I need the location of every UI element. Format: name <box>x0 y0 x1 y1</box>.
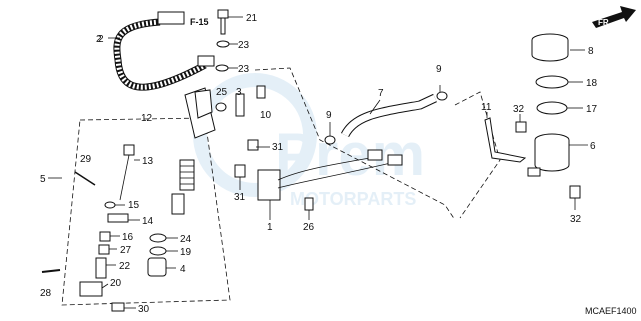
callout-1: 1 <box>267 222 273 233</box>
callout-12: 12 <box>141 113 153 124</box>
callout-31b: 31 <box>234 192 246 203</box>
clip-part-9a <box>436 91 448 101</box>
nut-part-27 <box>98 244 110 255</box>
callout-13: 13 <box>142 156 154 167</box>
callout-19: 19 <box>180 247 192 258</box>
bolt-part-21 <box>217 9 229 35</box>
callout-5: 5 <box>40 174 46 185</box>
callout-23a: 23 <box>238 40 250 51</box>
callout-3: 3 <box>236 87 242 98</box>
o-ring-part-25 <box>215 102 227 112</box>
callout-16: 16 <box>122 232 134 243</box>
callout-10: 10 <box>260 110 272 121</box>
joint-part-22 <box>95 257 107 279</box>
callout-2: 2 <box>96 34 102 45</box>
switch-part-1 <box>257 149 403 201</box>
screw-part-26 <box>304 197 314 211</box>
callout-32a: 32 <box>513 104 525 115</box>
nut-part-15 <box>104 201 116 209</box>
plate-part-18 <box>535 75 569 89</box>
callout-22: 22 <box>119 261 131 272</box>
callout-2: 2 <box>98 34 104 45</box>
callout-9b: 9 <box>326 110 332 121</box>
washer-part-23b <box>215 64 229 72</box>
spring-part <box>179 159 195 191</box>
diagram-code: MCAEF1400 <box>585 306 637 316</box>
callout-21: 21 <box>246 13 258 24</box>
callout-23b: 23 <box>238 64 250 75</box>
reference-label: F-15 <box>190 17 209 27</box>
callout-6: 6 <box>590 141 596 152</box>
ring-part-24 <box>149 233 167 243</box>
fitting-part-3 <box>235 93 245 117</box>
callout-32b: 32 <box>570 214 582 225</box>
callout-8: 8 <box>588 46 594 57</box>
direction-label: FR. <box>598 18 611 27</box>
bracket-part-11 <box>484 117 527 163</box>
front-direction-indicator: FR. <box>592 6 636 28</box>
boot-part-4 <box>147 257 167 277</box>
reservoir-part-6 <box>527 133 570 177</box>
watermark: Prem MOTORPARTS <box>193 73 425 209</box>
piston-part <box>171 193 185 215</box>
assembly-box-right <box>254 67 456 221</box>
diaphragm-part-17 <box>536 101 568 115</box>
pin-part-29 <box>74 171 96 186</box>
callout-20: 20 <box>110 278 122 289</box>
callout-7: 7 <box>378 88 384 99</box>
callout-29: 29 <box>80 154 92 165</box>
callout-15: 15 <box>128 200 140 211</box>
bolt-part-32b <box>569 185 581 199</box>
bolt-part-31a <box>247 139 259 151</box>
clevis-part-20 <box>79 281 103 297</box>
callout-11: 11 <box>481 102 492 113</box>
tube-part-7 <box>340 93 437 138</box>
washer-part-23a <box>216 40 230 48</box>
callout-labels: 2 <box>96 34 102 45</box>
leader-lines <box>48 16 588 309</box>
bolt-part-32a <box>515 121 527 133</box>
hose-part-2 <box>113 11 215 91</box>
master-cylinder-body <box>184 87 216 139</box>
callout-9a: 9 <box>436 64 442 75</box>
callout-28: 28 <box>40 288 52 299</box>
clip-part-9b <box>324 135 336 145</box>
watermark-sub-text: MOTORPARTS <box>290 189 416 209</box>
bolt-part-31b <box>234 164 246 178</box>
callout-25: 25 <box>216 87 228 98</box>
callout-24: 24 <box>180 234 192 245</box>
cotter-part-30 <box>111 302 125 312</box>
assembly-box-left <box>61 117 231 306</box>
callout-26: 26 <box>303 222 315 233</box>
nut-part-16 <box>99 231 111 242</box>
ring-part-19 <box>149 246 167 256</box>
callout-27: 27 <box>120 245 132 256</box>
pin-part-28 <box>41 269 61 273</box>
callout-4: 4 <box>180 264 186 275</box>
pushrod-part-13 <box>119 144 135 201</box>
callout-30: 30 <box>138 304 150 315</box>
cap-part-8 <box>531 33 569 62</box>
washer-part-10 <box>256 85 266 99</box>
clip-part-14 <box>107 213 129 223</box>
callout-31a: 31 <box>272 142 284 153</box>
callout-17: 17 <box>586 104 598 115</box>
callout-14: 14 <box>142 216 154 227</box>
callout-18: 18 <box>586 78 598 89</box>
